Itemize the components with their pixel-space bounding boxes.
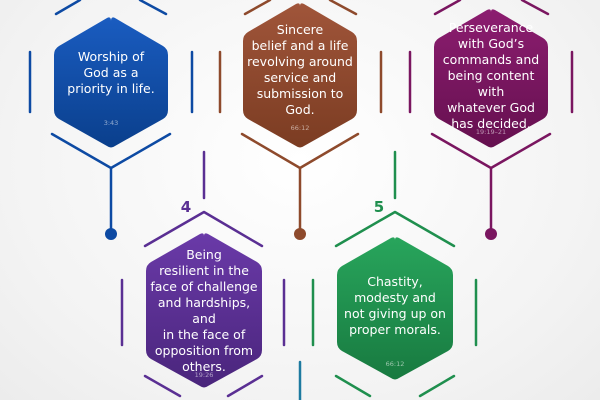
step-3-reference: 19:19–21	[475, 128, 507, 136]
connector-dot	[485, 228, 497, 240]
hexagon-step-5	[337, 237, 453, 380]
frame-line	[243, 0, 272, 16]
step-4-reference: 19:26	[194, 371, 214, 379]
step-5-number: 5	[373, 198, 385, 216]
hexagon-step-1	[54, 17, 168, 148]
frame-line	[334, 210, 456, 248]
frame-line	[418, 374, 456, 398]
step-4-number: 4	[180, 198, 192, 216]
frame-line	[226, 374, 264, 398]
step-2-text: Sincere belief and a life revolving arou…	[247, 22, 353, 117]
step-4-group	[120, 150, 286, 398]
connector-dot	[294, 228, 306, 240]
frame-line	[54, 0, 82, 16]
step-5-reference: 66:12	[385, 360, 405, 368]
step-1-group	[28, 0, 194, 234]
hexagon-step-3	[434, 9, 548, 148]
frame-line	[138, 0, 168, 16]
step-1-reference: 3:43	[103, 119, 119, 127]
step-5-group	[311, 150, 478, 398]
step-3-group	[408, 0, 574, 234]
frame-line	[143, 210, 264, 248]
step-4-text: Being resilient in the face of challenge…	[150, 247, 258, 374]
connector-dot	[105, 228, 117, 240]
hexagon-step-4	[146, 233, 262, 388]
frame-line	[143, 374, 182, 398]
frame-line	[334, 374, 372, 398]
frame-line	[433, 0, 462, 16]
step-3-text: Perseverance with God’s commands and bei…	[442, 20, 540, 131]
step-1-text: Worship of God as a priority in life.	[67, 49, 155, 96]
frame-line	[328, 0, 358, 16]
frame-line	[520, 0, 550, 16]
step-2-group	[218, 0, 383, 234]
step-5-text: Chastity, modesty and not giving up on p…	[344, 274, 446, 337]
step-2-reference: 66:12	[290, 124, 310, 132]
hexagon-step-2	[243, 3, 357, 148]
